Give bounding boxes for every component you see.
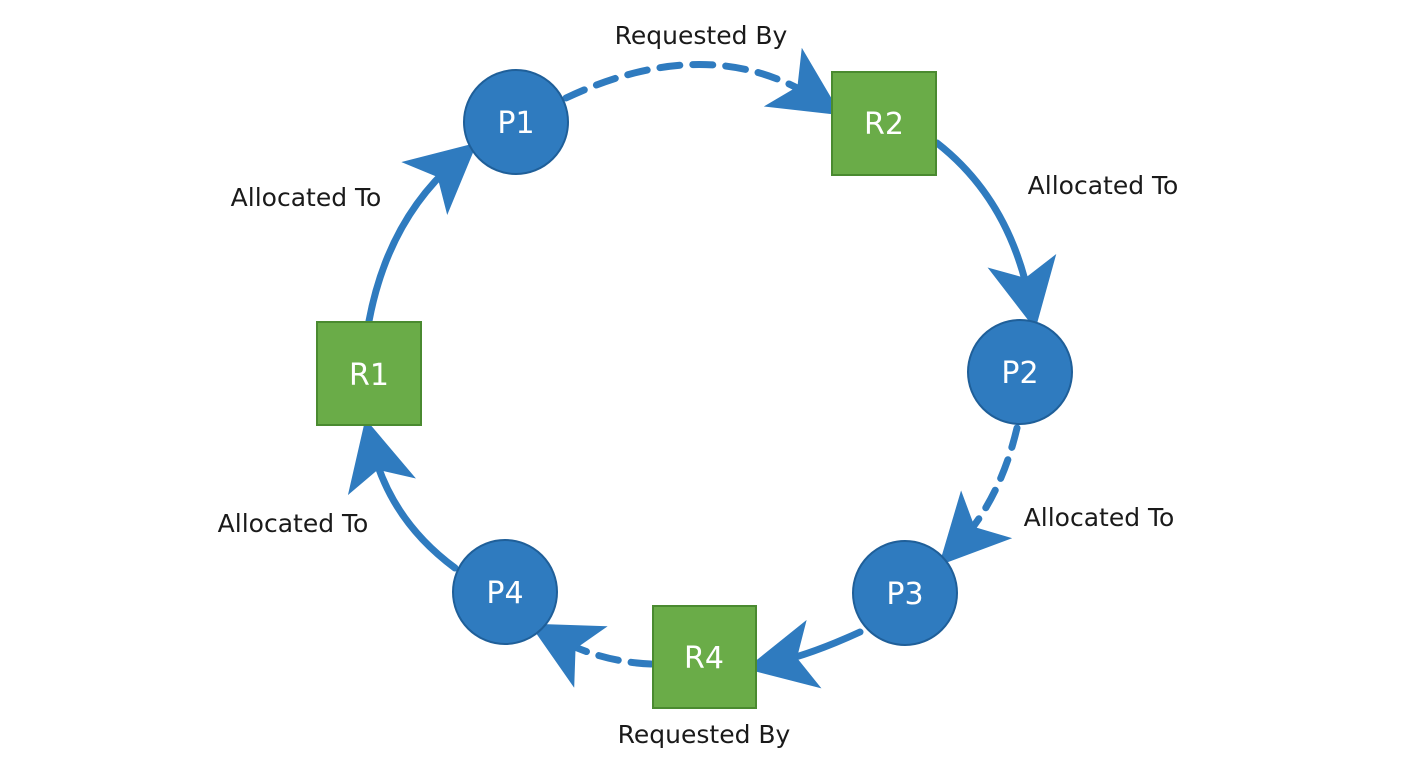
edge-label-p2-p3: Allocated To xyxy=(1024,503,1175,532)
edge-label-p1-r2: Requested By xyxy=(615,21,788,50)
node-r1: R1 xyxy=(316,321,422,426)
edge-r1-to-p1 xyxy=(365,142,478,325)
process-circle xyxy=(452,539,558,645)
node-p2: P2 xyxy=(967,319,1073,425)
node-label: R1 xyxy=(349,358,389,393)
edge-label-r2-p2: Allocated To xyxy=(1028,171,1179,200)
edge-p1-to-r2 xyxy=(562,47,842,116)
edge-label-p4-r1: Allocated To xyxy=(218,509,369,538)
node-label: R2 xyxy=(864,107,904,142)
edge-p2-to-p3 xyxy=(938,424,1021,566)
edge-p4-to-r1 xyxy=(347,418,459,572)
resource-square xyxy=(652,605,757,709)
edge-label-r1-p1: Allocated To xyxy=(231,183,382,212)
edge-label-p3-r4: Requested By xyxy=(618,720,791,749)
edge-r4-to-p4 xyxy=(529,623,655,688)
node-label: P4 xyxy=(486,576,523,611)
resource-square xyxy=(316,321,422,426)
node-label: R4 xyxy=(684,641,724,676)
node-p3: P3 xyxy=(852,540,958,646)
node-r2: R2 xyxy=(831,71,937,176)
edge-labels: Requested By Allocated To Allocated To R… xyxy=(218,21,1179,749)
process-circle xyxy=(852,540,958,646)
node-label: P1 xyxy=(497,106,534,141)
resource-square xyxy=(831,71,937,176)
edge-p3-to-r4 xyxy=(745,619,864,689)
edges xyxy=(347,47,1057,689)
node-p4: P4 xyxy=(452,539,558,645)
node-label: P3 xyxy=(886,577,923,612)
process-circle xyxy=(463,69,569,175)
node-p1: P1 xyxy=(463,69,569,175)
edge-r2-to-p2 xyxy=(933,139,1057,330)
node-label: P2 xyxy=(1001,356,1038,391)
process-circle xyxy=(967,319,1073,425)
node-r4: R4 xyxy=(652,605,757,709)
